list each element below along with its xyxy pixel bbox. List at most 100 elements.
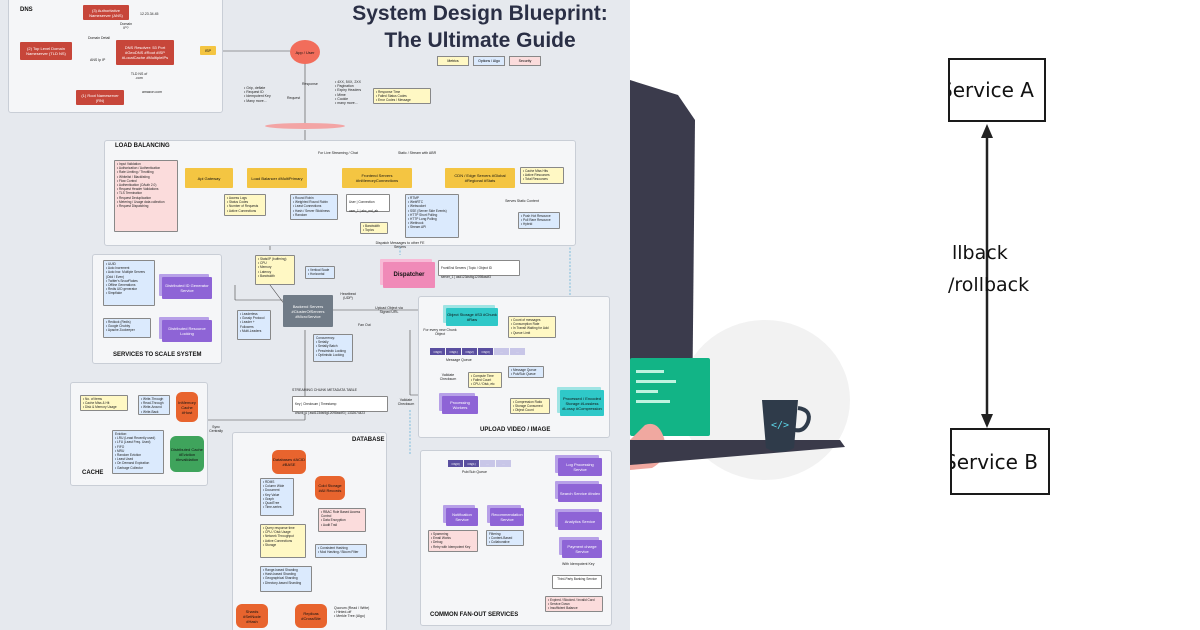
compute-metrics: • Compute Time • Failed Count • CPU / Di… [468,372,502,388]
legend-metrics: Metrics [437,56,469,66]
fe-cell-server: server_1 [441,274,454,279]
fan-out-label: Fan Out [358,323,371,327]
static-label: Static / Stream with ABR [398,151,437,155]
db-metrics: • Query response time • CPU / Disk Usage… [260,524,306,558]
queue-slot: Obj[3] [478,348,493,355]
cdn-edge-servers: CDN / Edge Servers #Global #Regional #St… [445,168,515,188]
legend-security: Security [509,56,541,66]
recommendation-service: Recommendation Service [490,508,524,526]
hashing-notes: • Consistent Hashing • Mod Hashing / Blo… [315,544,367,558]
blueprint-poster: System Design Blueprint: The Ultimate Gu… [0,0,630,630]
meta-cell-timestamp: 1332674423 [347,410,365,415]
payment-service: Payment charge Service [562,540,602,558]
meta-header-key: Key [295,402,301,407]
notification-service: Notification Service [446,508,478,526]
metadata-table: Key | Checksum | Timestamp chunk_1 | asd… [292,396,388,415]
fe-cell-topic: asd123dsf4g12098asdf3 [456,274,491,279]
distributed-resource-locking: Distributed Resource Locking [162,320,212,342]
scaling-notes: • Vertical Scale • Horizontal [305,266,335,279]
poster-title-line1: System Design Blueprint: [352,2,608,25]
backend-servers: Backend Servers #ClusterOfServers #Micro… [283,295,333,327]
heartbeat-label: Heartbeat (UDP) [340,292,356,301]
conn-cell-conn: abc_md_ab [361,208,379,213]
conn-cell-user: user_1 [349,208,359,213]
load-balancing-section [104,140,576,246]
sharding-notes: • Range-based Sharding • Hash-based Shar… [260,566,312,592]
message-queue: Obj[0] Obj[1] Obj[2] Obj[3] ... ... [430,348,525,355]
processing-workers: Processing Workers [442,396,478,414]
meta-cell-checksum: asd123dsf4g12098asdf3 [309,410,345,415]
bandwidth-metrics: • Bandwidth • Topics [360,222,388,234]
dns-title: DNS [20,7,33,13]
shards: Shards #SetNode #Hash [236,604,268,628]
poster-title: System Design Blueprint: The Ultimate Gu… [330,0,630,54]
queue-slot: Obj[2] [462,348,477,355]
db-security: • RBAC Role Based Access Control • Data … [318,508,366,532]
queue-slot: ... [496,460,511,467]
scale-title: SERVICES TO SCALE SYSTEM [113,352,202,358]
response-metrics: • Response Time • Failed Status Codes • … [373,88,431,104]
database-title: DATABASE [352,437,385,443]
queue-slot: ... [480,460,495,467]
conn-header-conn: Connection [358,200,375,205]
db-types: • RDMS • Column Wide • Document • Key Va… [260,478,294,516]
request-label: Request [287,96,301,100]
validate-checksum-label-2: Validate Checksum [397,398,415,407]
response-notes: • 4XX, 5XX, 2XX • Pagination • Expiry He… [335,80,362,106]
queue-types: • Message Queue • Pub/Sub Queue [508,366,544,378]
payment-failures: • Expired / Blocked / Invalid Card • Ser… [545,596,603,612]
lb-algorithms: • Round Robin • Weighted Round Robin • L… [290,194,338,220]
quorum-notes: Quorum (Read / Write) • Hinted-off • Mer… [334,606,370,619]
laptop-illustration: </> [630,80,993,480]
service-a-box: Service A [948,58,1046,122]
concurrency-notes: Concurrency: • Serially • Serially Batch… [313,334,353,362]
sync-label: Sync Centrally [209,425,223,434]
queue-slot: Obj[1] [464,460,479,467]
cdn-algorithms: • Push Hot Resource • Pull Rare Resource… [518,212,560,229]
object-storage: Object Storage #S3 #Chunk #Raw [446,308,498,326]
recommendation-notes: Filtering: • Content-Based • Collaborati… [486,530,524,546]
meta-header-checksum: Checksum [303,402,319,407]
queue-slot: Obj[0] [430,348,445,355]
queue-slot: ... [510,348,525,355]
metadata-table-title: STREAMING CHUNK METADATA TABLE [292,388,358,392]
notification-notes: • Spamming • Email Works • Debug • Retry… [428,530,478,552]
third-party-banking: Third-Party Banking Service [552,575,602,589]
response-label: Response [302,82,318,86]
ans-ip-label: ANS Ip IP [90,58,106,62]
distributed-cache: Distributed Cache #Eviction #Invalidatio… [170,436,204,472]
dns-ip: 12.23.34.45 [140,12,159,16]
poster-title-line2: The Ultimate Guide [384,29,576,52]
legend-options: Options / Algo [473,56,505,66]
queue-metrics: • Count of messages • Consumption Rate •… [508,316,556,338]
uuid-notes: • UUID • Auto Increment • Auto Incr. Mul… [103,260,155,306]
illustration-panel: </> Service A Service B llback /rollback [630,0,1200,630]
live-streaming-label: For Live Streaming / Chat [318,151,358,155]
code-icon: </> [771,420,789,431]
distributed-id-generator: Distributed ID Generator Service [162,277,212,299]
isp-box: ISP [200,46,216,55]
frontend-servers: Frontend Servers #InMemoryConnections [342,168,412,188]
stats-notes: • Stats/IP (buffering) • CPU • Memory • … [255,255,295,285]
in-memory-cache: InMemory Cache #Host [176,392,198,422]
queue-slot: ... [494,348,509,355]
gateway-notes: • Input Validation • Authorization / Aut… [114,160,178,232]
service-b-box: Service B [950,428,1050,495]
domain-detail-label: Domain Detail [88,36,110,40]
protocols: • RTMP • WebRTC • Websocket • SSE (Serve… [405,194,459,238]
auth-nameserver: (3) Authoritative Nameserver (ANS) [83,5,129,20]
root-nameserver: (1) Root Nameserver (RN) [76,90,124,105]
write-policies: • Write-Through • Read-Through • Write-A… [138,395,170,415]
lock-notes: • Redlock (Redis) • Google Chubby • Apac… [103,318,151,338]
load-balancer: Load Balancer #MultiPrimary [247,168,307,188]
pubsub-label: Pub/Sub Queue [462,470,487,474]
primary-database: Databases #ACID #BASE [272,450,306,474]
processed-storage: Processed / Encoded Storage #Lossless #L… [560,390,604,416]
service-b-label: Service B [950,449,1038,474]
upload-title: UPLOAD VIDEO / IMAGE [480,427,551,433]
validate-checksum-label: Validate Checksum [439,373,457,382]
serves-static-label: Serves Static Content [505,199,539,203]
fe-header-server: FrontEnd Servers [441,266,466,271]
dispatch-label: Dispatch Messages to other FE Servers [375,241,425,250]
meta-cell-key: chunk_1 [295,410,308,415]
